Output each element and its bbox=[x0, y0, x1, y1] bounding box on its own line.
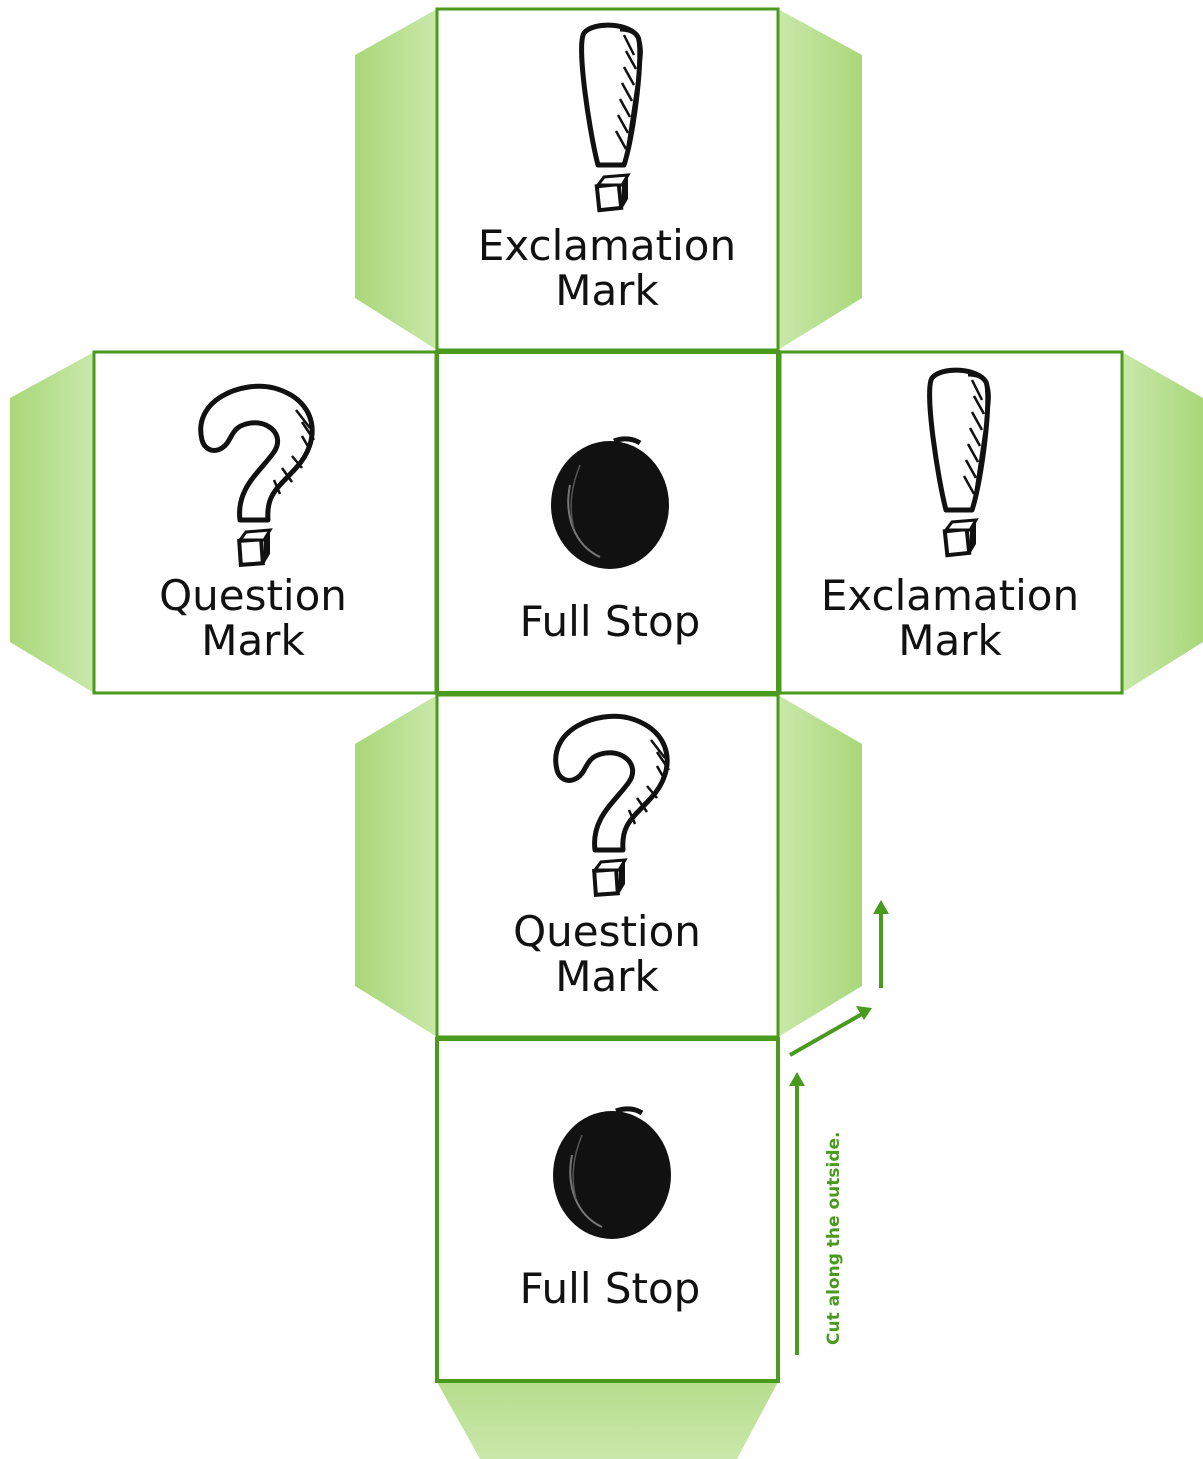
face-center-line1: Full Stop bbox=[520, 597, 701, 646]
face-top: Exclamation Mark bbox=[435, 7, 780, 352]
face-right-line1: Exclamation bbox=[821, 571, 1079, 620]
cut-arrows bbox=[789, 900, 889, 1355]
flap-left bbox=[10, 352, 94, 693]
flap-top-right bbox=[778, 9, 862, 350]
flap-bottom bbox=[437, 1382, 778, 1459]
cut-instruction: Cut along the outside. bbox=[824, 1132, 844, 1345]
face-lower: Question Mark bbox=[435, 693, 780, 1039]
face-center: Full Stop bbox=[435, 350, 780, 695]
face-right: Exclamation Mark bbox=[778, 350, 1124, 695]
face-top-line2: Mark bbox=[555, 266, 659, 315]
flap-lower-right bbox=[778, 695, 862, 1037]
face-left-line1: Question bbox=[159, 571, 347, 620]
face-lower-line2: Mark bbox=[555, 952, 659, 1001]
face-bottom: Full Stop bbox=[435, 1037, 780, 1383]
face-top-line1: Exclamation bbox=[478, 221, 736, 270]
face-right-line2: Mark bbox=[898, 616, 1002, 665]
face-left-line2: Mark bbox=[201, 616, 305, 665]
face-bottom-line1: Full Stop bbox=[520, 1264, 701, 1313]
flap-lower-left bbox=[355, 695, 437, 1037]
flap-right bbox=[1122, 352, 1203, 693]
face-lower-line1: Question bbox=[513, 907, 701, 956]
face-left: Question Mark bbox=[92, 350, 438, 695]
flap-top-left bbox=[355, 9, 437, 350]
